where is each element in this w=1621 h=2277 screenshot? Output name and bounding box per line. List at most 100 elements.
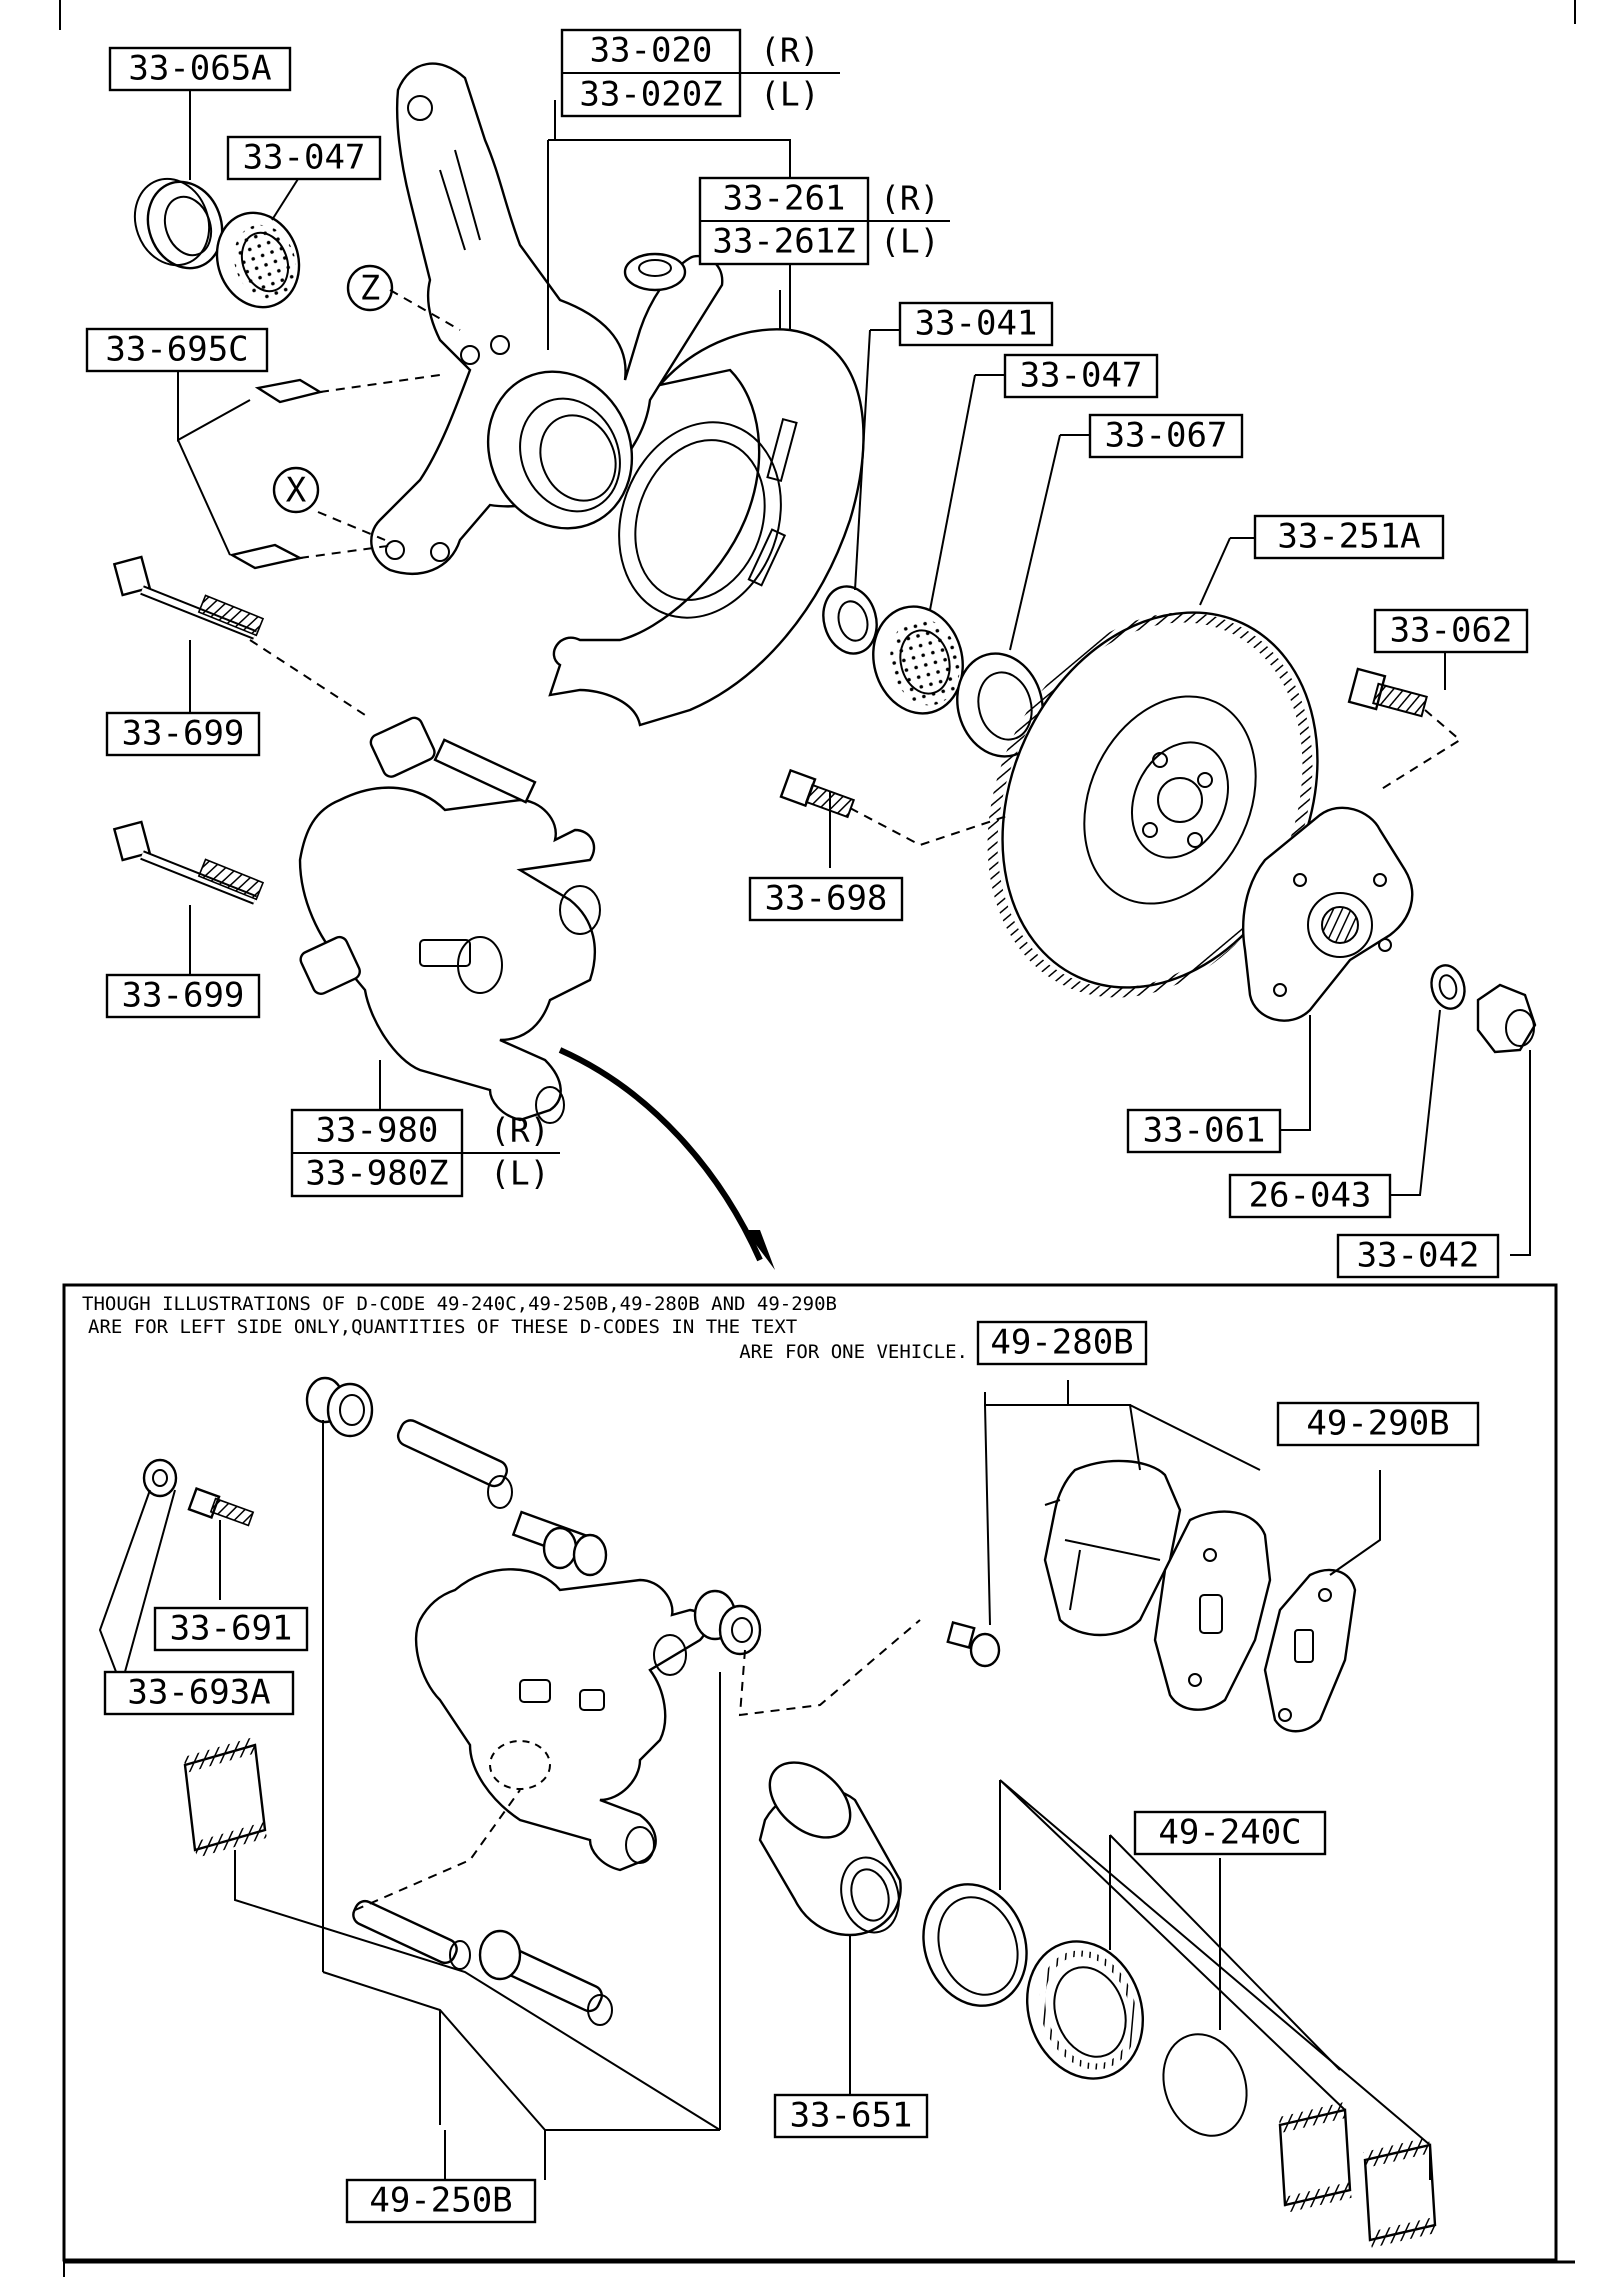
note-line-1: THOUGH ILLUSTRATIONS OF D-CODE 49-240C,4… [82,1293,837,1315]
guide-pin-part-upper [396,1419,513,1509]
callout-z: Z [360,269,380,309]
label-49-290B: 49-290B [1276,1401,1480,1447]
lock-plate-part [228,378,324,570]
label-33-699-a: 33-699 [105,711,261,757]
callout-x-circle [272,466,320,514]
svg-text:33-695C: 33-695C [105,330,248,370]
guide-pin-part-lower [352,1899,471,1970]
bleeder-boot-part [693,1589,762,1656]
bleeder-cap-part [142,1458,178,1498]
washer-part [1430,964,1466,1010]
label-49-250B: 49-250B [345,2178,537,2224]
guide-bolt-part-b [112,820,265,905]
caliper-assembly-part [298,716,601,1124]
label-33-980: 33-980 33-980Z (R) (L) [290,1108,560,1198]
leader-lines-lower [98,1380,1431,2180]
svg-text:33-047: 33-047 [243,138,366,178]
kit-panel-frame [62,1283,1558,2262]
svg-text:33-067: 33-067 [1105,416,1228,456]
bleeder-screw-part [187,1487,255,1527]
label-49-280B: 49-280B [976,1320,1148,1366]
leader-lines-upper [177,88,1531,1256]
svg-text:26-043: 26-043 [1249,1176,1372,1216]
svg-text:33-699: 33-699 [122,714,245,754]
side-mark-r-33-980: (R) [490,1111,550,1150]
svg-text:33-251A: 33-251A [1277,517,1420,557]
note-line-2: ARE FOR LEFT SIDE ONLY,QUANTITIES OF THE… [88,1316,797,1338]
label-33-651: 33-651 [773,2093,929,2139]
label-33-042: 33-042 [1336,1233,1500,1279]
svg-text:33-042: 33-042 [1357,1236,1480,1276]
svg-text:33-698: 33-698 [765,879,888,919]
dashed-lines-lower [354,1619,921,1911]
hub-bolt-part [1347,667,1428,718]
label-33-698: 33-698 [748,876,904,922]
side-mark-l-33-261: (L) [880,222,940,261]
pad-screw-part [946,1621,1001,1668]
svg-text:33-693A: 33-693A [127,1673,270,1713]
label-33-691: 33-691 [153,1606,309,1652]
svg-text:33-691: 33-691 [170,1609,293,1649]
retaining-ring-part [1162,2033,1248,2137]
piston-seal-part [922,1883,1028,2007]
svg-text:49-290B: 49-290B [1306,1404,1449,1444]
label-33-695C: 33-695C [85,327,269,373]
side-mark-l-33-980: (L) [490,1154,550,1193]
svg-text:33-980: 33-980 [316,1111,439,1151]
pad-shim-part [1263,1568,1357,1733]
guide-bolt-part-a [112,555,265,640]
seal-part-mid [822,585,878,655]
brake-pad-part-outer [1153,1510,1272,1711]
oil-seal-part [133,177,224,270]
svg-text:33-020: 33-020 [590,31,713,71]
side-mark-r-33-261: (R) [880,179,940,218]
side-mark-r-33-020: (R) [760,31,820,70]
label-33-047-top: 33-047 [226,135,382,181]
boot-part-lower [478,1929,613,2026]
piston-part [758,1761,902,1937]
svg-text:33-062: 33-062 [1390,611,1513,651]
svg-text:33-047: 33-047 [1020,356,1143,396]
brake-pad-part-inner [1043,1459,1182,1637]
svg-text:49-280B: 49-280B [990,1323,1133,1363]
grease-packet-part-right-b [1363,2137,1437,2248]
svg-text:33-980Z: 33-980Z [305,1154,448,1194]
callout-z-circle [346,264,394,312]
side-mark-l-33-020: (L) [760,75,820,114]
svg-text:33-261Z: 33-261Z [712,222,855,262]
grease-packet-part-left [182,1737,268,1858]
svg-text:49-240C: 49-240C [1158,1813,1301,1853]
label-49-240C: 49-240C [1133,1810,1327,1856]
hub-nut-part [1476,983,1537,1054]
svg-text:33-261: 33-261 [723,179,846,219]
bearing-part-mid [872,605,964,715]
note-text: THOUGH ILLUSTRATIONS OF D-CODE 49-240C,4… [82,1293,968,1363]
rotor-screw-part [779,768,856,819]
label-33-061: 33-061 [1126,1108,1282,1154]
svg-text:33-651: 33-651 [790,2096,913,2136]
label-33-693A: 33-693A [103,1670,295,1716]
label-33-251A: 33-251A [1253,514,1445,560]
svg-text:33-065A: 33-065A [128,49,271,89]
label-33-261: 33-261 33-261Z (R) (L) [698,176,950,266]
caliper-body-lower-part [414,1510,708,1872]
svg-text:33-699: 33-699 [122,976,245,1016]
callout-x: X [286,471,307,511]
wheel-hub-part [1242,806,1414,1022]
label-33-067: 33-067 [1088,413,1244,459]
label-33-047-mid: 33-047 [1003,353,1159,399]
note-line-3: ARE FOR ONE VEHICLE. [739,1341,968,1363]
svg-text:49-250B: 49-250B [369,2181,512,2221]
label-33-065A: 33-065A [108,46,292,92]
label-33-020: 33-020 33-020Z (R) (L) [560,28,840,118]
svg-text:33-020Z: 33-020Z [579,75,722,115]
dashed-lines-upper [249,289,1462,847]
svg-text:33-041: 33-041 [915,304,1038,344]
dust-shield-part [548,328,865,727]
grease-packet-part-right-a [1278,2102,1352,2213]
steering-knuckle-part [370,62,724,575]
svg-text:33-061: 33-061 [1143,1111,1266,1151]
label-33-699-b: 33-699 [105,973,261,1019]
boot-part-upper [305,1376,374,1438]
